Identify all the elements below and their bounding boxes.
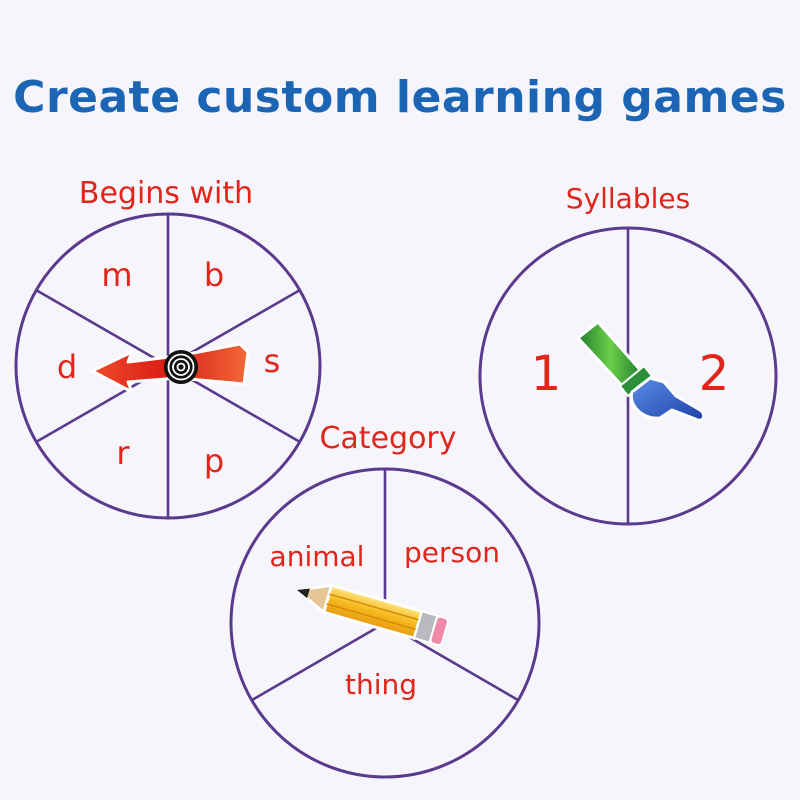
- spinner-begins-with: Begins with m b s p r d: [14, 176, 322, 520]
- segment-label: animal: [270, 540, 365, 573]
- segment-label: thing: [345, 668, 417, 701]
- spinner-title: Begins with: [79, 176, 253, 211]
- arrow-spinner-icon[interactable]: [90, 342, 250, 394]
- spinner-category: Category animal person thing: [229, 421, 541, 779]
- segment-label: 2: [699, 346, 730, 402]
- segment-label: p: [204, 442, 224, 480]
- spinner-syllables: Syllables 1 2: [478, 182, 778, 526]
- segment-label: m: [101, 256, 132, 294]
- page-title: Create custom learning games: [13, 72, 787, 123]
- segment-label: b: [204, 256, 224, 294]
- spinner-title: Category: [319, 421, 456, 456]
- pencil-icon[interactable]: [293, 577, 449, 647]
- pointing-hand-icon[interactable]: [576, 320, 706, 422]
- segment-label: person: [404, 536, 500, 569]
- segment-label: 1: [531, 346, 562, 402]
- segment-label: r: [116, 434, 130, 472]
- spinner-title: Syllables: [566, 182, 690, 215]
- segment-label: d: [57, 348, 77, 386]
- wheel-dividers: [251, 469, 519, 702]
- segment-label: s: [264, 342, 281, 380]
